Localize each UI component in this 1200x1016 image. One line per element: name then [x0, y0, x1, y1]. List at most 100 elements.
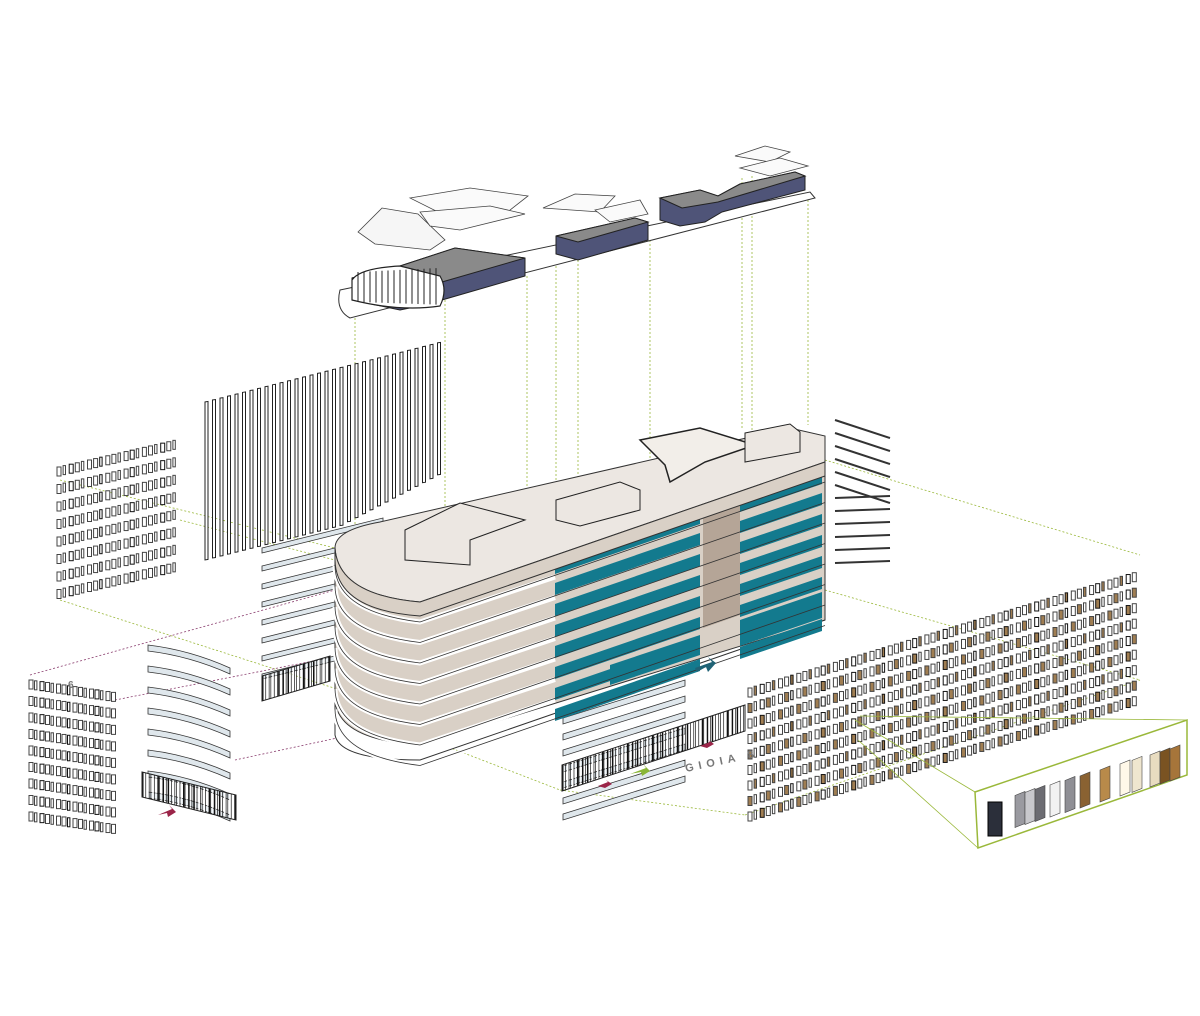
window-module — [961, 700, 966, 711]
window-module — [771, 726, 776, 737]
window-module — [1003, 734, 1009, 745]
window-module — [160, 547, 166, 558]
facade-bar — [623, 744, 625, 771]
window-module — [105, 472, 111, 483]
entrance-arrow — [598, 780, 612, 788]
window-module — [875, 773, 881, 784]
window-module — [89, 787, 94, 798]
window-module — [117, 469, 121, 480]
window-module — [56, 749, 61, 760]
window-module — [93, 493, 99, 504]
window-module — [45, 731, 50, 742]
glass-pane — [147, 644, 231, 675]
window-module — [967, 745, 973, 756]
window-module — [129, 572, 135, 583]
window-module — [765, 682, 771, 693]
window-module — [881, 693, 886, 704]
window-module — [954, 749, 959, 760]
rooftop-volume-d — [744, 423, 801, 463]
window-module — [28, 762, 34, 772]
window-module — [1058, 687, 1064, 698]
window-module — [172, 492, 176, 503]
window-module — [172, 562, 176, 573]
window-module — [808, 715, 812, 726]
facade-bar — [273, 672, 275, 698]
window-module — [61, 799, 67, 810]
window-module — [948, 720, 954, 731]
core-column — [703, 492, 740, 628]
window-module — [893, 674, 899, 685]
facade-bar — [663, 731, 665, 758]
window-module — [78, 818, 83, 829]
window-module — [1125, 574, 1131, 585]
vertical-fin — [422, 345, 426, 484]
window-module — [1101, 658, 1105, 669]
window-module — [94, 722, 100, 733]
slat — [834, 432, 891, 452]
window-module — [74, 584, 80, 595]
window-module — [1113, 655, 1119, 666]
window-module — [99, 579, 103, 590]
window-module — [973, 743, 977, 754]
window-module — [111, 558, 117, 569]
window-module — [778, 786, 783, 797]
slat — [834, 521, 891, 525]
window-module — [166, 528, 172, 539]
guide-line — [744, 679, 1141, 816]
facade-bar — [656, 733, 659, 760]
window-module — [845, 782, 849, 793]
window-module — [1009, 717, 1014, 728]
window-module — [839, 722, 844, 733]
window-module — [930, 632, 936, 643]
material-sample — [1131, 755, 1143, 793]
facade-bar — [230, 793, 232, 819]
window-module — [881, 724, 886, 735]
vertical-fin — [212, 398, 216, 559]
window-module — [826, 787, 831, 798]
window-module — [78, 686, 83, 697]
facade-bar — [302, 664, 305, 689]
facade-bar — [289, 668, 290, 693]
facade-bar — [321, 658, 323, 684]
window-module — [1015, 699, 1021, 710]
window-module — [784, 754, 790, 765]
window-module — [985, 631, 991, 642]
facade-bar — [263, 675, 265, 701]
vertical-fin — [414, 347, 419, 488]
window-module — [56, 683, 61, 694]
window-module — [778, 724, 783, 735]
vertical-fin — [347, 364, 351, 523]
cloud-outline — [738, 157, 810, 177]
entrance-arrow — [630, 764, 650, 776]
facade-bar — [570, 762, 571, 789]
window-module — [1119, 606, 1123, 617]
facade-bar — [605, 750, 606, 777]
window-module — [832, 770, 838, 781]
vertical-fin — [317, 372, 321, 532]
window-module — [881, 678, 886, 689]
window-module — [1009, 639, 1014, 650]
window-module — [845, 704, 849, 715]
window-module — [141, 551, 147, 562]
window-module — [802, 686, 808, 697]
facade-bar — [167, 778, 170, 804]
facade-bar — [633, 741, 635, 768]
facade-bar — [681, 725, 684, 752]
window-module — [1028, 649, 1032, 660]
window-module — [89, 738, 94, 749]
window-module — [948, 673, 954, 684]
window-module — [832, 739, 838, 750]
window-module — [1119, 591, 1123, 602]
facade-bar — [600, 752, 601, 779]
window-module — [72, 768, 78, 779]
window-module — [1125, 667, 1131, 678]
window-module — [887, 645, 893, 656]
window-module-grid-left — [56, 439, 176, 599]
facade-bar — [215, 789, 217, 815]
facade-bar — [740, 706, 741, 733]
window-module — [1131, 696, 1137, 707]
window-module — [45, 764, 50, 775]
window-module — [851, 656, 857, 667]
window-module — [1107, 703, 1113, 714]
window-module — [111, 724, 116, 735]
